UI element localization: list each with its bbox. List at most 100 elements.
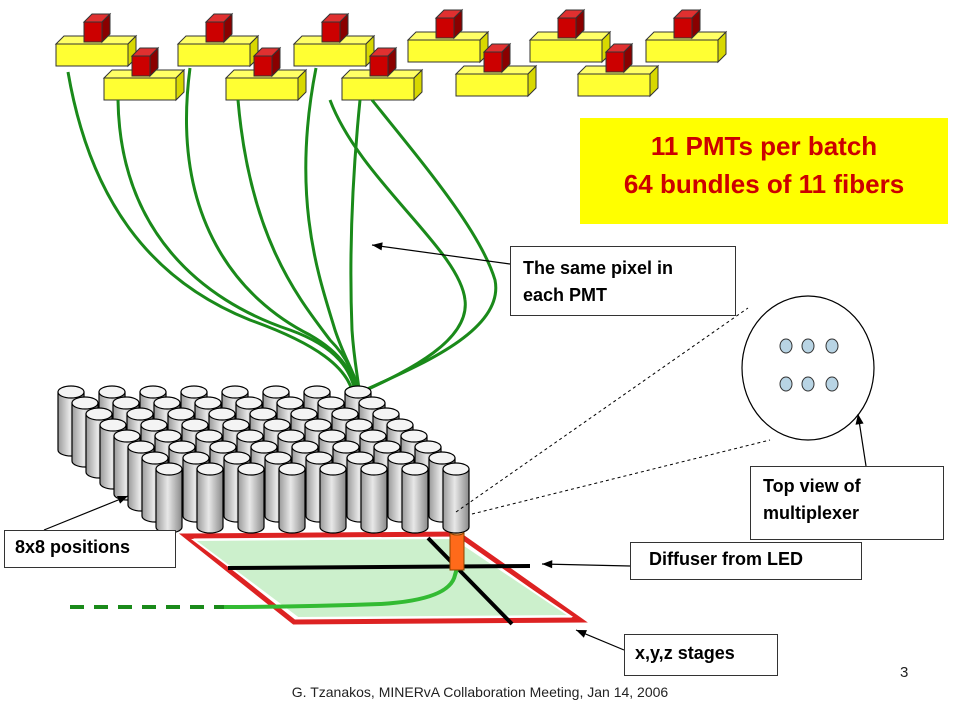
cylinder-top <box>140 418 168 432</box>
pmt-base-front <box>341 77 415 101</box>
cylinder-top <box>249 407 277 421</box>
cylinder-top <box>223 451 251 465</box>
xyz-stage <box>70 528 588 626</box>
cylinder-top <box>400 429 428 443</box>
pmt-3 <box>176 12 260 68</box>
cylinder-top <box>305 451 333 465</box>
arrow-diffuser-head <box>542 560 553 569</box>
arrow-stages-head <box>576 630 587 638</box>
cylinder-top <box>414 440 442 454</box>
mux-hole <box>801 338 815 354</box>
mux-hole <box>779 376 793 392</box>
cylinder-top <box>126 407 154 421</box>
cylinder-top <box>250 440 278 454</box>
cylinder-top <box>359 429 387 443</box>
cylinder-top <box>387 451 415 465</box>
cylinder-top <box>373 440 401 454</box>
pmt-cube-front <box>557 17 577 39</box>
stage-rail-y <box>426 536 514 626</box>
cylinder <box>237 462 265 534</box>
cylinder-top <box>442 462 470 476</box>
cylinder-top <box>331 407 359 421</box>
cylinder-top <box>386 418 414 432</box>
cylinder <box>401 462 429 534</box>
fiber-bundle <box>66 67 498 399</box>
projection-line-top <box>455 307 749 513</box>
cylinder <box>155 462 183 534</box>
arrow-same-pixel-head <box>372 242 383 251</box>
cylinder-top <box>127 440 155 454</box>
cylinder-body <box>360 468 388 534</box>
pmt-6 <box>340 46 424 102</box>
stage-plate <box>191 536 574 620</box>
cylinder-top <box>154 429 182 443</box>
cylinder-top <box>372 407 400 421</box>
cylinder-top <box>98 385 126 399</box>
pmt-cube-front <box>253 55 273 77</box>
pmt-1 <box>54 12 138 68</box>
pmt-cube-front <box>605 51 625 73</box>
bundles-text: 64 bundles of 11 fibers <box>623 168 905 199</box>
pmt-10 <box>576 42 660 98</box>
cylinder-top <box>360 462 388 476</box>
cylinder-body <box>155 468 183 534</box>
diffuser-callout: Diffuser from LED <box>630 542 862 580</box>
cylinder <box>319 462 347 534</box>
cylinder-top <box>71 396 99 410</box>
cylinder-top <box>139 385 167 399</box>
pmt-4 <box>224 46 308 102</box>
cylinder-top <box>278 462 306 476</box>
cylinder <box>278 462 306 534</box>
cylinder-body <box>278 468 306 534</box>
cylinder <box>442 462 470 534</box>
cylinder-top <box>168 440 196 454</box>
cylinder-top <box>277 429 305 443</box>
cylinder-top <box>221 385 249 399</box>
pmt-base-front <box>645 39 719 63</box>
mux-line1: Top view of <box>763 476 861 496</box>
stages-callout: x,y,z stages <box>624 634 778 676</box>
arrow-diffuser <box>541 563 631 567</box>
cylinder-top <box>85 407 113 421</box>
cylinder-top <box>99 418 127 432</box>
cylinder-top <box>112 396 140 410</box>
multiplexer-callout: Top view of multiplexer <box>750 466 944 540</box>
cylinder-top <box>180 385 208 399</box>
pmt-base-front <box>103 77 177 101</box>
cylinder-top <box>57 385 85 399</box>
cylinder-top <box>237 462 265 476</box>
cylinder-top <box>153 396 181 410</box>
pmt-cube-front <box>435 17 455 39</box>
positions-callout: 8x8 positions <box>4 530 176 568</box>
same-pixel-line2: each PMT <box>523 285 608 305</box>
cylinder-body <box>237 468 265 534</box>
cylinder-top <box>401 462 429 476</box>
cylinder-top <box>319 462 347 476</box>
cylinder-body <box>401 468 429 534</box>
arrow-positions-head <box>117 496 128 504</box>
cylinder-top <box>263 418 291 432</box>
cylinder-top <box>358 396 386 410</box>
cylinder-top <box>181 418 209 432</box>
cylinder-top <box>290 407 318 421</box>
cylinder-top <box>317 396 345 410</box>
cylinder-top <box>222 418 250 432</box>
cylinder-top <box>194 396 222 410</box>
pmt-base-front <box>177 43 251 67</box>
cylinder-top <box>236 429 264 443</box>
pmt-cube-front <box>483 51 503 73</box>
cylinder-body <box>442 468 470 534</box>
cylinder-top <box>291 440 319 454</box>
cylinder-body <box>196 468 224 534</box>
mux-hole <box>801 376 815 392</box>
cylinder <box>360 462 388 534</box>
pmt-2 <box>102 46 186 102</box>
same-pixel-line1: The same pixel in <box>523 258 674 278</box>
pmt-cube-front <box>673 17 693 39</box>
pmts-per-batch-text: 11 PMTs per batch <box>650 131 878 161</box>
fiber-2 <box>116 99 357 391</box>
cylinder-top <box>303 385 331 399</box>
fiber-6 <box>349 99 362 391</box>
cylinder-top <box>195 429 223 443</box>
